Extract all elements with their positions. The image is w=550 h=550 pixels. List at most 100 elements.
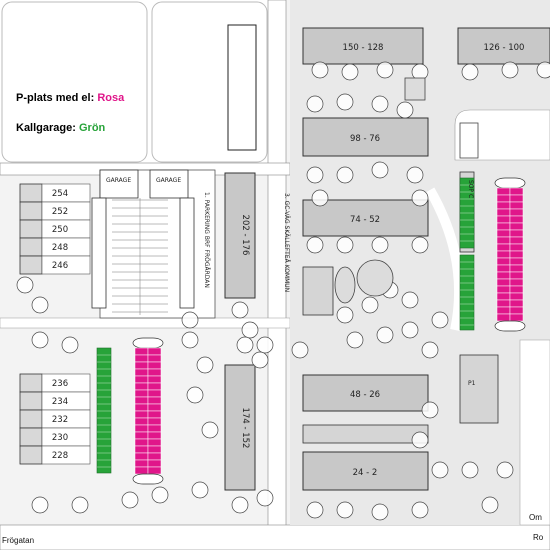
parking-grid — [112, 198, 168, 315]
ev-stall — [496, 201, 511, 210]
path-curve — [425, 187, 465, 332]
tree — [236, 336, 254, 354]
ev-stall — [496, 278, 511, 287]
ev-stall — [509, 257, 524, 266]
ev-stall — [496, 229, 511, 238]
tree — [341, 63, 359, 81]
tree — [371, 503, 389, 521]
walkway-label: 3. GC-VÄG SKÄLLEFTEÅ KOMMUN — [283, 193, 290, 292]
tree — [291, 341, 309, 359]
row-house-unit — [19, 237, 43, 257]
tree — [311, 189, 329, 207]
tree — [481, 496, 499, 514]
ev-stall — [509, 299, 524, 308]
road-label-frogatan: Frögatan — [2, 536, 34, 545]
ev-stall — [509, 236, 524, 245]
ev-stall — [509, 215, 524, 224]
tree — [336, 236, 354, 254]
ev-stall — [134, 459, 149, 468]
shed-row — [302, 424, 429, 444]
row-house-yard — [41, 445, 91, 465]
ev-stall — [496, 250, 511, 259]
tree — [401, 321, 419, 339]
ev-stall — [134, 382, 149, 391]
tree — [421, 401, 439, 419]
building-label-48-26: 48 - 26 — [350, 390, 380, 400]
tree — [536, 61, 550, 79]
bike-shed — [459, 122, 479, 159]
tree — [186, 386, 204, 404]
ev-stall — [147, 396, 162, 405]
ev-stall — [509, 313, 524, 322]
tree — [306, 236, 324, 254]
tree — [501, 61, 519, 79]
road-frogatan — [0, 524, 550, 550]
tree — [31, 331, 49, 349]
ev-stall — [134, 410, 149, 419]
tree — [306, 95, 324, 113]
cold-garage-block — [459, 254, 475, 331]
tree — [201, 421, 219, 439]
tree — [336, 93, 354, 111]
ev-stall — [147, 452, 162, 461]
building-150-128 — [302, 27, 424, 65]
row-house-unit — [19, 201, 43, 221]
row-house-unit — [19, 409, 43, 429]
tree — [411, 431, 429, 449]
ev-stall — [134, 452, 149, 461]
tree — [396, 101, 414, 119]
row-house-unit — [19, 255, 43, 275]
garage-tag: GARAGE — [106, 177, 131, 184]
building-label-74-52: 74 - 52 — [350, 215, 380, 225]
ev-stall — [134, 424, 149, 433]
tree — [411, 236, 429, 254]
row-house-number: 230 — [52, 433, 68, 443]
tree — [151, 486, 169, 504]
road-label-right: Om — [529, 513, 542, 522]
tree — [421, 341, 439, 359]
building-outline — [227, 24, 257, 151]
ev-parking-right — [494, 177, 526, 332]
tree — [31, 496, 49, 514]
building-label-24-2: 24 - 2 — [353, 468, 378, 478]
ev-stall — [509, 208, 524, 217]
building-202-176 — [224, 172, 256, 299]
tree — [431, 461, 449, 479]
legend-garage-color: Grön — [78, 122, 106, 134]
building-label-174-152: 174 - 152 — [240, 408, 250, 449]
building-48-26 — [302, 374, 429, 412]
garage-tag: GARAGE — [156, 177, 181, 184]
ev-stall — [147, 368, 162, 377]
ev-stall — [496, 299, 511, 308]
ev-stall — [134, 417, 149, 426]
road-curve — [454, 109, 550, 161]
ev-stall — [147, 466, 162, 475]
road-right — [519, 339, 550, 526]
building-label-126-100: 126 - 100 — [484, 43, 525, 53]
ev-stall — [509, 243, 524, 252]
tree — [16, 276, 34, 294]
ev-stall — [134, 354, 149, 363]
building-label-202-176: 202 - 176 — [240, 215, 250, 256]
ev-stall — [147, 438, 162, 447]
ev-stall — [509, 271, 524, 280]
tree — [251, 351, 269, 369]
utility-building — [302, 266, 334, 316]
legend-ev: P-plats med el: Rosa — [16, 92, 124, 104]
ev-end-cap — [494, 320, 526, 332]
tree — [256, 336, 274, 354]
tree — [431, 311, 449, 329]
ev-stall — [134, 347, 149, 356]
trees — [16, 61, 550, 521]
row-house-number: 232 — [52, 415, 68, 425]
ev-stall — [147, 410, 162, 419]
row-house-number: 236 — [52, 379, 68, 389]
tree — [411, 189, 429, 207]
building-126-100 — [457, 27, 550, 65]
ev-stall — [134, 389, 149, 398]
legend-garage: Kallgarage: Grön — [16, 122, 105, 134]
ev-stall — [134, 403, 149, 412]
tree — [411, 63, 429, 81]
